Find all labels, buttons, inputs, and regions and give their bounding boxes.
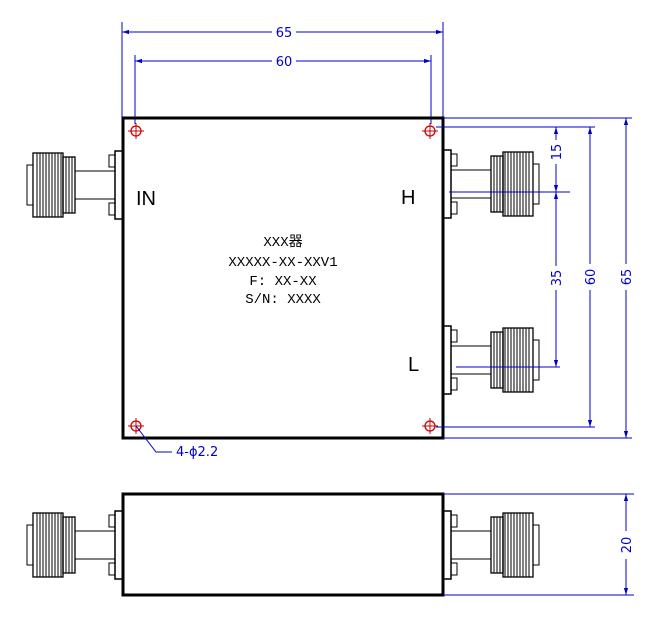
nameplate-title: XXX器 (263, 235, 302, 251)
port-label-l: L (408, 354, 419, 376)
dim-height: 20 (620, 537, 635, 554)
dim-top-holes: 60 (276, 55, 293, 70)
connector-in (26, 150, 124, 220)
side-connector-right (442, 510, 540, 580)
connector-l (442, 325, 540, 395)
dim-right-offset: 15 (550, 144, 565, 161)
mounting-hole-top-left (127, 122, 145, 140)
dim-right-holes: 60 (584, 269, 599, 286)
dim-right-overall: 65 (620, 269, 635, 286)
side-connector-left (26, 510, 124, 580)
mounting-hole-top-right (421, 122, 439, 140)
nameplate-model: XXXXX-XX-XXV1 (228, 255, 337, 271)
dim-right-ports: 35 (550, 270, 565, 287)
port-label-in: IN (136, 188, 156, 210)
hole-callout: 4-ϕ2.2 (176, 445, 218, 460)
port-label-h: H (401, 187, 415, 209)
mounting-hole-bottom-right (421, 417, 439, 435)
housing-top-view (121, 116, 445, 440)
housing-side-view (121, 492, 445, 597)
nameplate-serial: S/N: XXXX (245, 292, 321, 308)
hole-callout-leader (135, 425, 172, 453)
nameplate-frequency: F: XX-XX (249, 274, 317, 290)
dim-top-overall: 65 (276, 26, 293, 41)
connector-h (442, 149, 540, 219)
